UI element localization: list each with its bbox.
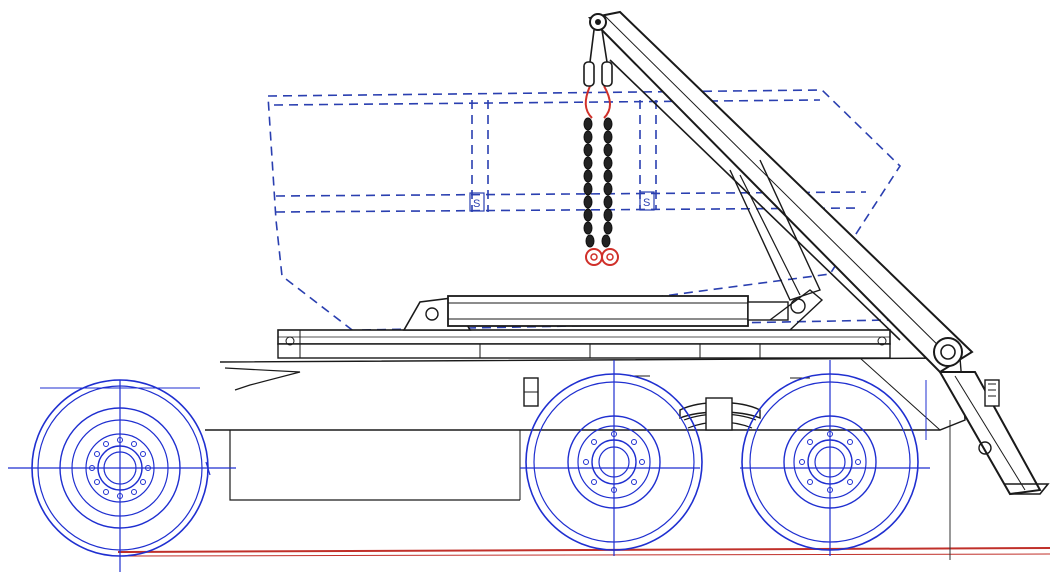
chain-right [601, 117, 613, 248]
truck-chassis [205, 357, 966, 501]
rear-suspension [523, 375, 810, 431]
front-wheel [8, 379, 236, 572]
hook-right [601, 248, 619, 266]
frame-rails [277, 329, 891, 359]
rear-stabilizer [859, 357, 1050, 496]
marker-right [639, 191, 655, 211]
front-wheel-bolts [89, 437, 151, 499]
marker-left [469, 192, 485, 212]
lifting-arm [587, 10, 974, 374]
rear-wheel-2 [740, 360, 930, 556]
rear-wheel-1-bolts [583, 431, 645, 493]
blue-guides [40, 380, 927, 476]
hook-left [585, 248, 603, 266]
marker-right-label: S [643, 197, 650, 209]
ground-line [117, 420, 1051, 560]
chain-left [583, 117, 595, 248]
hydraulic-cylinder [402, 289, 824, 331]
lifting-chains [583, 29, 619, 266]
rear-wheel-2-bolts [799, 431, 861, 493]
marker-left-label: S [473, 198, 480, 210]
rear-wheel-1 [520, 360, 703, 556]
skip-container: S S [267, 89, 902, 337]
